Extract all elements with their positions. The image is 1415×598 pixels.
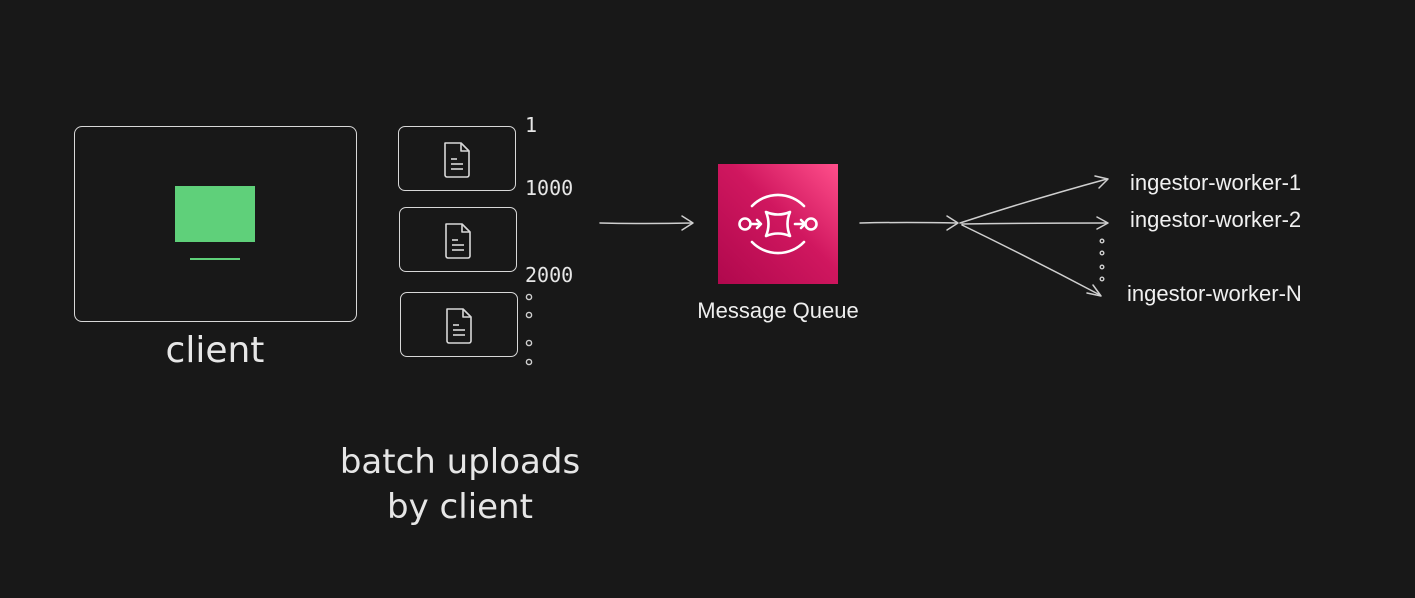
fanout-arrow-worker-2 — [961, 222, 1108, 225]
sqs-queue-icon — [718, 164, 838, 284]
arrowhead — [946, 215, 959, 231]
ellipsis-dot — [1099, 238, 1105, 244]
document-icon — [445, 223, 471, 259]
queue-to-workers-arrow — [859, 221, 958, 224]
ellipsis-dot — [525, 358, 533, 366]
ellipsis-dot — [525, 311, 533, 319]
monitor-stand — [190, 258, 240, 260]
batch-caption: batch uploads by client — [300, 440, 620, 530]
queue-label: Message Queue — [697, 298, 859, 323]
worker-label: ingestor-worker-2 — [1130, 207, 1302, 232]
ellipsis-dot — [525, 293, 533, 301]
ellipsis-dot — [1099, 276, 1105, 282]
batch-count-label: 1 — [525, 113, 538, 137]
client-label: client — [165, 330, 265, 371]
arrowhead — [681, 215, 694, 231]
worker-label: ingestor-worker-1 — [1130, 170, 1302, 195]
arrowhead — [1094, 175, 1109, 189]
ellipsis-dot — [525, 339, 533, 347]
arrowhead — [1086, 284, 1102, 297]
batch-file-box — [399, 207, 517, 272]
worker-label: ingestor-worker-N — [1127, 281, 1302, 306]
arrowhead — [1096, 216, 1109, 230]
fanout-arrow-worker-n — [961, 224, 1101, 296]
batch-file-box — [398, 126, 516, 191]
ellipsis-dot — [1099, 250, 1105, 256]
ellipsis-dot — [1099, 264, 1105, 270]
client-box — [74, 126, 357, 322]
batch-caption-line: batch uploads — [339, 442, 581, 482]
batch-to-queue-arrow — [599, 222, 693, 225]
batch-file-box — [400, 292, 518, 357]
batch-count-label: 1000 — [525, 176, 574, 200]
batch-count-label: 2000 — [525, 263, 574, 287]
document-icon — [446, 308, 472, 344]
batch-caption-line: by client — [387, 487, 533, 527]
fanout-arrow-worker-1 — [959, 178, 1108, 224]
document-icon — [444, 142, 470, 178]
monitor-icon — [175, 186, 255, 242]
